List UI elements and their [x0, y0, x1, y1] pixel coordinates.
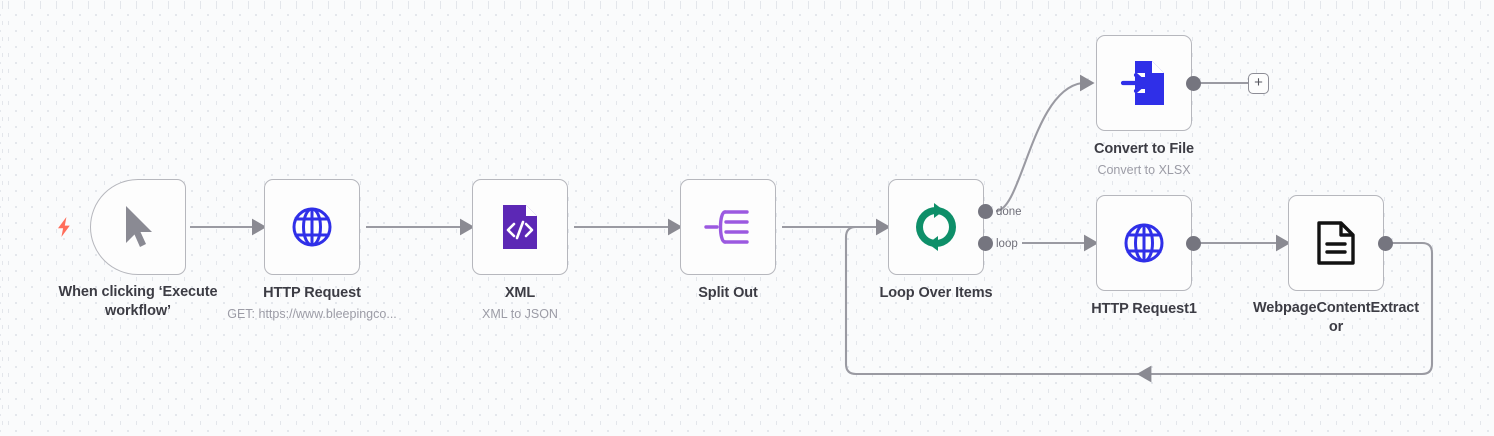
node-label-line2: workflow’: [105, 303, 171, 319]
node-loop-over-items[interactable]: [888, 179, 984, 275]
output-port-convert-to-file[interactable]: [1186, 76, 1201, 91]
node-xml[interactable]: [472, 179, 568, 275]
node-when-clicking-execute-workflow[interactable]: [90, 179, 186, 275]
node-label-line1: WebpageContentExtract: [1252, 300, 1420, 316]
node-sublabel-xml: XML to JSON: [482, 307, 558, 321]
node-sublabel-convert-to-file: Convert to XLSX: [1097, 163, 1191, 177]
split-out-icon: [704, 210, 749, 244]
output-port-label-loop: loop: [996, 238, 1018, 250]
document-lines-icon: [1317, 221, 1355, 265]
node-label-loop-over-items: Loop Over Items: [879, 285, 993, 301]
node-split-out[interactable]: [680, 179, 776, 275]
globe-icon: [1124, 223, 1164, 263]
output-port-label-done: done: [996, 206, 1022, 218]
node-webpage-content-extractor[interactable]: [1288, 195, 1384, 291]
output-port-done[interactable]: [978, 204, 993, 219]
node-label-split-out: Split Out: [698, 285, 758, 301]
node-sublabel-http-request: GET: https://www.bleepingco...: [227, 307, 397, 321]
node-http-request1[interactable]: [1096, 195, 1192, 291]
node-label-convert-to-file: Convert to File: [1093, 141, 1194, 157]
output-port-http-request1[interactable]: [1186, 236, 1201, 251]
node-label-line2: or: [1328, 319, 1344, 335]
mouse-cursor-icon: [126, 206, 152, 247]
node-http-request[interactable]: [264, 179, 360, 275]
node-label-line1: When clicking ‘Execute: [58, 284, 218, 300]
loop-refresh-icon: [916, 203, 956, 251]
lightning-bolt-icon: [55, 216, 73, 238]
node-label-when-clicking-execute-workflow: When clicking ‘Execute workflow’: [38, 283, 238, 321]
xml-code-file-icon: [503, 205, 537, 249]
globe-icon: [292, 207, 332, 247]
convert-to-file-icon: [1120, 61, 1164, 105]
node-convert-to-file[interactable]: [1096, 35, 1192, 131]
node-label-webpage-content-extractor: WebpageContentExtract or: [1236, 299, 1436, 337]
add-node-button[interactable]: +: [1248, 73, 1269, 94]
node-label-http-request1: HTTP Request1: [1091, 301, 1197, 317]
output-port-webpage-content-extractor[interactable]: [1378, 236, 1393, 251]
output-port-loop[interactable]: [978, 236, 993, 251]
node-label-http-request: HTTP Request: [263, 285, 361, 301]
node-label-xml: XML: [504, 285, 536, 301]
